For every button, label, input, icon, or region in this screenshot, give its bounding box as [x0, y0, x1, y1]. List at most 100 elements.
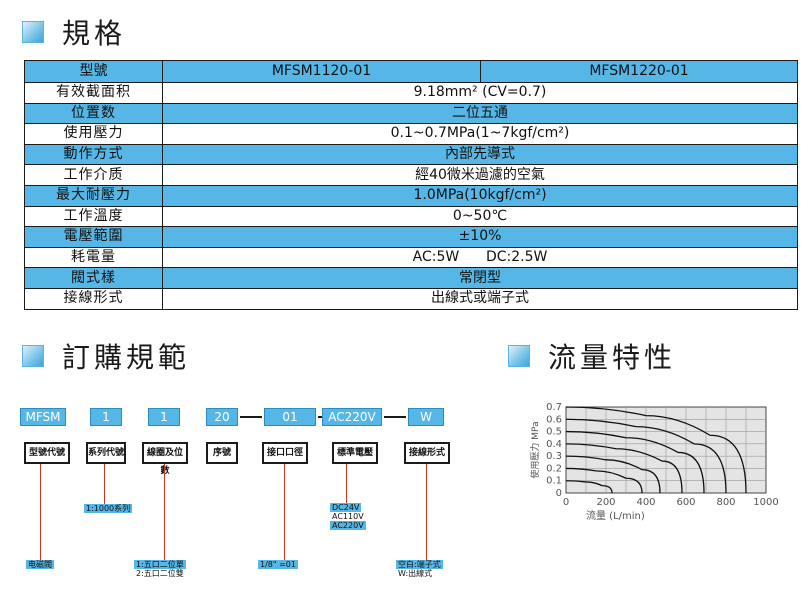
y-tick-label: 0 [556, 488, 562, 499]
code-box-model: MFSM [20, 408, 66, 426]
spec-row-value: 9.18mm² (CV=0.7) [162, 82, 798, 104]
spec-row-label: 有效截面积 [24, 82, 163, 104]
spec-row-label: 動作方式 [24, 143, 163, 166]
x-tick-label: 200 [596, 497, 615, 508]
option-model: 电磁閥 [26, 560, 54, 569]
spec-header-row: 型號 MFSM1120-01 MFSM1220-01 [24, 60, 798, 83]
code-box-voltage: AC220V [322, 408, 382, 426]
x-axis-label: 流量 (L/min) [586, 509, 645, 522]
spec-row-value: 內部先導式 [162, 143, 798, 166]
flow-curve [565, 455, 661, 494]
code-dash [240, 416, 262, 418]
spec-row-value: 0~50℃ [162, 205, 798, 228]
spec-row: 接線形式出線式或端子式 [24, 287, 798, 310]
spec-row-value: 經40微米過濾的空氣 [162, 164, 798, 186]
spec-row-label: 電壓範圍 [24, 226, 163, 248]
spec-row-value: AC:5W DC:2.5W [162, 246, 798, 269]
order-title: 訂購規範 [62, 341, 191, 374]
spec-row-value: ±10% [162, 226, 798, 248]
option-series: 1:1000系列 [84, 504, 133, 513]
y-tick-label: 0.5 [546, 427, 562, 438]
x-tick-label: 800 [716, 497, 735, 508]
flow-curve [565, 480, 613, 494]
flow-curve [565, 406, 747, 494]
spec-row-label: 工作介质 [24, 164, 163, 186]
spec-header-model: 型號 [24, 60, 163, 83]
label-model-code: 型號代號 [24, 442, 70, 464]
spec-row-label: 使用壓力 [24, 123, 163, 145]
spec-row-label: 閥式樣 [24, 267, 163, 289]
connector-line [346, 464, 347, 504]
code-box-wiring: W [408, 408, 444, 426]
y-tick-label: 0.4 [546, 439, 562, 450]
spec-header-mfsm1120: MFSM1120-01 [162, 60, 481, 83]
x-tick-label: 600 [676, 497, 695, 508]
y-tick-label: 0.1 [546, 476, 562, 487]
flow-section-header: 流量特性 [508, 336, 676, 376]
option-wiring-terminal: 空白:端子式 [396, 560, 443, 569]
flow-curve [565, 467, 643, 494]
spec-row-label: 工作溫度 [24, 205, 163, 228]
option-coil-double: 2:五口二位雙 [134, 569, 186, 578]
y-tick-label: 0.7 [546, 402, 562, 413]
spec-header-mfsm1220: MFSM1220-01 [480, 60, 798, 83]
section-square-icon [508, 345, 530, 367]
connector-line [104, 464, 105, 506]
y-axis-label: 使用壓力 MPa [529, 421, 541, 478]
y-tick-label: 0.2 [546, 463, 562, 474]
flow-chart-svg: 00.1 0.20.30.40.5 0.60.7 0 200 400 600 800 1000 使… [529, 402, 779, 522]
spec-row-value: 1.0MPa(10kgf/cm²) [162, 184, 798, 207]
connector-line [426, 464, 427, 568]
spec-row: 動作方式內部先導式 [24, 143, 798, 166]
spec-row-label: 接線形式 [24, 287, 163, 310]
code-box-port: 01 [264, 408, 316, 426]
label-coil-positions: 線圈及位數 [142, 442, 188, 476]
connector-line [40, 464, 41, 568]
y-tick-label: 0.6 [546, 414, 562, 425]
code-box-series: 1 [90, 408, 122, 426]
spec-section-header: 規格 [22, 12, 126, 52]
code-box-coil: 1 [148, 408, 180, 426]
label-series-code: 系列代號 [86, 442, 126, 464]
spec-row-value: 常閉型 [162, 267, 798, 289]
spec-row: 電壓範圍±10% [24, 226, 798, 248]
x-tick-label: 400 [636, 497, 655, 508]
option-port: 1/8" =01 [258, 560, 298, 569]
spec-row-value: 出線式或端子式 [162, 287, 798, 310]
code-dash [384, 416, 406, 418]
section-square-icon [22, 345, 44, 367]
spec-row: 位置数二位五通 [24, 102, 798, 125]
spec-title: 規格 [62, 17, 127, 50]
spec-row: 閥式樣常閉型 [24, 267, 798, 289]
label-port-size: 接口口徑 [262, 442, 308, 464]
x-tick-label: 1000 [753, 497, 778, 508]
code-box-serial: 20 [206, 408, 238, 426]
label-std-voltage: 標準電壓 [332, 442, 378, 464]
spec-row-label: 耗電量 [24, 246, 163, 269]
label-serial-no: 序號 [206, 442, 238, 464]
flow-curve [565, 418, 727, 494]
option-voltage-ac220: AC220V [330, 521, 366, 530]
label-wiring-type: 接線形式 [404, 442, 450, 464]
flow-title: 流量特性 [548, 341, 677, 374]
code-dash [318, 416, 322, 418]
option-coil-single: 1:五口二位單 [134, 560, 186, 569]
flow-curve [565, 443, 683, 494]
spec-row-label: 位置数 [24, 102, 163, 125]
spec-row: 工作介质經40微米過濾的空氣 [24, 164, 798, 186]
y-tick-label: 0.3 [546, 451, 562, 462]
option-voltage-ac110: AC110V [330, 512, 366, 521]
x-tick-label: 0 [563, 497, 569, 508]
spec-row-label: 最大耐壓力 [24, 184, 163, 207]
connector-line [284, 464, 285, 568]
flow-curve [565, 430, 705, 494]
order-code-diagram: MFSM 1 1 20 01 AC220V W 型號代號 系列代號 線圈及位數 … [0, 400, 480, 600]
spec-row-value: 0.1~0.7MPa(1~7kgf/cm²) [162, 123, 798, 145]
